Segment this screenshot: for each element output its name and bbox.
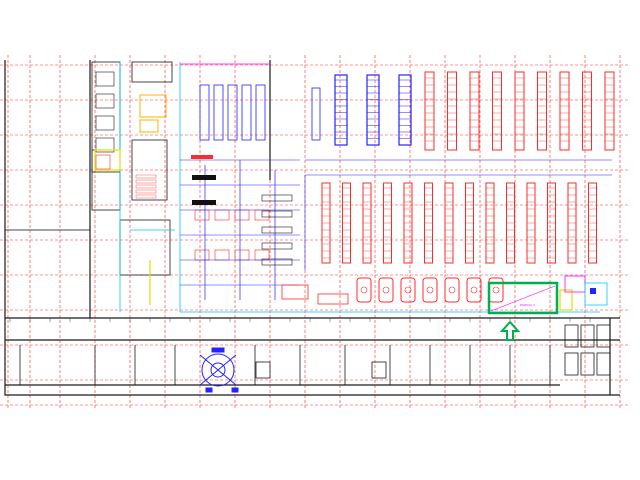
shelf-mark — [135, 174, 157, 179]
display-table — [254, 249, 270, 261]
red-rack-top — [514, 71, 525, 151]
red-rack-top — [559, 71, 570, 151]
checkout-register — [470, 286, 478, 294]
blue-rack-tall — [398, 74, 412, 146]
restroom-stall — [596, 352, 611, 376]
corridors — [119, 62, 600, 313]
utility-room — [584, 282, 608, 306]
dark-racks — [191, 155, 216, 205]
restroom-stall — [580, 324, 595, 348]
red-rack-top — [604, 71, 615, 151]
restroom-stall — [564, 352, 579, 376]
red-rack-top — [537, 71, 547, 151]
checkout-lane — [400, 277, 416, 303]
checkout-lanes — [356, 277, 504, 303]
left-room-detail — [95, 71, 157, 199]
entrance — [199, 347, 239, 393]
shelf-mark — [135, 179, 157, 184]
display-table — [214, 209, 230, 221]
checkout-register — [448, 286, 456, 294]
checkout-lane — [422, 277, 438, 303]
display-table — [234, 209, 250, 221]
yellow-accents — [94, 149, 573, 311]
utility-mark — [590, 288, 596, 294]
counter — [261, 242, 293, 250]
red-bar — [191, 155, 213, 159]
red-rack-top — [492, 71, 502, 151]
red-racks — [304, 71, 615, 270]
checkout-register — [382, 286, 390, 294]
blue-line — [204, 160, 276, 300]
storage-room — [95, 93, 115, 109]
checkout-lane — [444, 277, 460, 303]
counter — [281, 284, 309, 300]
checkout-lane — [466, 277, 482, 303]
checkout-register — [492, 286, 500, 294]
shelf-mark — [135, 184, 157, 189]
counter — [261, 226, 293, 234]
blue-rack — [311, 87, 321, 141]
highlighted-position: POZICIA 1 — [487, 281, 559, 315]
display-table — [214, 249, 230, 261]
blue-rack — [199, 84, 210, 141]
counter — [317, 293, 349, 305]
checkout-lane — [378, 277, 394, 303]
checkout-register — [404, 286, 412, 294]
restroom-stall — [596, 324, 611, 348]
checkout-lane — [488, 277, 504, 303]
shelf-mark — [135, 194, 157, 199]
kiosk — [255, 361, 271, 379]
position-label: POZICIA 1 — [520, 303, 535, 307]
blue-rack — [227, 84, 238, 141]
storage-room — [95, 115, 115, 131]
blue-rack — [241, 84, 252, 141]
checkout-register — [426, 286, 434, 294]
storage-room — [95, 71, 115, 87]
storefront-bays — [9, 318, 591, 385]
blue-rack-tall — [366, 74, 380, 146]
blue-rack-tall — [334, 74, 348, 146]
office-mark — [95, 154, 111, 170]
counter — [261, 258, 293, 266]
green-arrow-icon — [499, 320, 521, 341]
red-rack-top — [582, 71, 592, 151]
kiosk — [371, 361, 387, 379]
red-rack-top — [447, 71, 457, 151]
dark-rack — [192, 175, 216, 180]
red-rack-top — [469, 71, 480, 151]
display-table — [194, 249, 210, 261]
checkout-register — [360, 286, 368, 294]
restroom-stall — [564, 324, 579, 348]
storage-room — [95, 137, 115, 153]
restroom-stall — [580, 352, 595, 376]
dark-rack — [192, 200, 216, 205]
blue-rack-zone — [180, 74, 412, 305]
orange-accents — [139, 94, 167, 133]
display-table — [234, 249, 250, 261]
counter — [261, 210, 293, 218]
counter — [261, 194, 293, 202]
shelf-mark — [135, 189, 157, 194]
restroom-block — [564, 282, 611, 376]
blue-rack — [255, 84, 266, 141]
red-rack-top — [424, 71, 435, 151]
checkout-lane — [356, 277, 372, 303]
blue-rack — [213, 84, 224, 141]
display-table — [194, 209, 210, 221]
